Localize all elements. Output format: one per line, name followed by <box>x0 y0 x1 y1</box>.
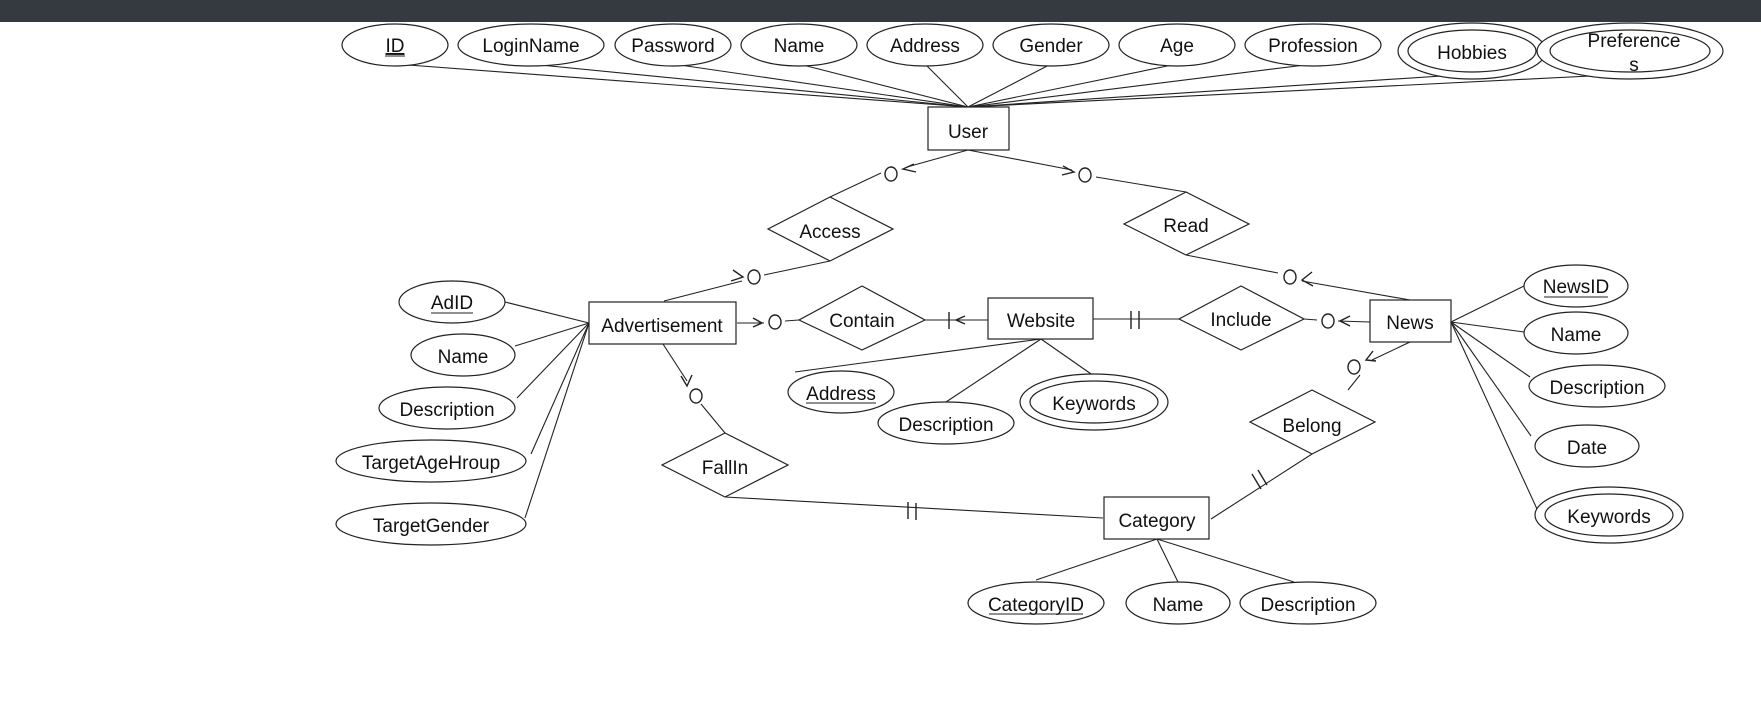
svg-text:TargetAgeHroup: TargetAgeHroup <box>362 453 500 474</box>
svg-text:News: News <box>1386 313 1434 334</box>
attribute-advertisement-targetagehroup: TargetAgeHroup <box>335 439 527 483</box>
relationship-access: Access <box>766 196 895 262</box>
svg-text:s: s <box>1629 55 1639 76</box>
svg-text:Password: Password <box>631 36 714 57</box>
attribute-website-description: Description <box>877 401 1015 445</box>
entity-website: Website <box>987 297 1094 340</box>
entity-category: Category <box>1103 496 1210 540</box>
cardinality-markers <box>680 163 1377 520</box>
relationship-connectors <box>662 149 1411 520</box>
attribute-news-description: Description <box>1528 364 1666 408</box>
attribute-user-gender: Gender <box>992 23 1110 67</box>
svg-text:Name: Name <box>1153 595 1204 616</box>
attribute-category-categoryid: CategoryID <box>967 581 1105 625</box>
attribute-advertisement-adid: AdID <box>398 280 506 324</box>
attribute-user-hobbies: Hobbies <box>1397 22 1547 80</box>
svg-text:Access: Access <box>799 222 860 243</box>
relationship-include: Include <box>1177 285 1306 351</box>
attribute-user-password: Password <box>614 23 732 67</box>
user-attribute-connectors <box>394 63 1631 108</box>
attribute-news-date: Date <box>1534 424 1640 468</box>
attribute-user-preferences: Preference s <box>1536 22 1724 80</box>
attribute-news-newsid: NewsID <box>1523 264 1629 308</box>
svg-text:Name: Name <box>774 36 825 57</box>
attribute-user-name: Name <box>740 23 858 67</box>
relationship-contain: Contain <box>797 285 927 351</box>
svg-text:Category: Category <box>1118 511 1196 532</box>
attribute-news-keywords: Keywords <box>1534 486 1684 544</box>
svg-text:Date: Date <box>1567 438 1607 459</box>
svg-text:Gender: Gender <box>1019 36 1083 57</box>
entity-user: User <box>927 106 1010 151</box>
entity-news: News <box>1369 299 1452 343</box>
attribute-advertisement-name: Name <box>410 333 516 377</box>
svg-text:CategoryID: CategoryID <box>988 595 1084 616</box>
attribute-news-name: Name <box>1523 311 1629 355</box>
svg-text:Include: Include <box>1210 310 1271 331</box>
attribute-category-name: Name <box>1125 581 1231 625</box>
svg-text:Address: Address <box>890 36 960 57</box>
svg-text:Name: Name <box>1551 325 1602 346</box>
svg-text:LoginName: LoginName <box>482 36 579 57</box>
svg-text:Keywords: Keywords <box>1052 394 1135 415</box>
relationship-fallin: FallIn <box>660 432 790 498</box>
svg-text:Belong: Belong <box>1282 416 1341 437</box>
attribute-category-description: Description <box>1239 581 1377 625</box>
svg-text:Address: Address <box>806 384 876 405</box>
svg-text:Description: Description <box>898 415 993 436</box>
svg-text:Website: Website <box>1007 311 1075 332</box>
entity-attribute-connectors <box>504 285 1538 583</box>
svg-text:Read: Read <box>1163 216 1208 237</box>
svg-text:Description: Description <box>1549 378 1644 399</box>
svg-text:Profession: Profession <box>1268 36 1358 57</box>
svg-text:ID: ID <box>386 36 405 57</box>
svg-text:Contain: Contain <box>829 311 895 332</box>
top-bar <box>0 0 1761 22</box>
attribute-user-profession: Profession <box>1244 23 1382 67</box>
entity-advertisement: Advertisement <box>588 301 737 345</box>
relationship-belong: Belong <box>1248 389 1377 455</box>
svg-text:Advertisement: Advertisement <box>601 316 723 337</box>
attribute-user-address: Address <box>866 23 984 67</box>
svg-text:AdID: AdID <box>431 293 473 314</box>
attribute-user-loginname: LoginName <box>457 23 605 67</box>
svg-text:Name: Name <box>438 347 489 368</box>
svg-text:FallIn: FallIn <box>702 458 748 479</box>
svg-text:NewsID: NewsID <box>1543 277 1610 298</box>
svg-text:Preference: Preference <box>1588 31 1681 52</box>
svg-text:Description: Description <box>1260 595 1355 616</box>
svg-text:TargetGender: TargetGender <box>373 516 490 537</box>
svg-text:Age: Age <box>1160 36 1194 57</box>
svg-text:Description: Description <box>399 400 494 421</box>
relationship-read: Read <box>1122 191 1251 256</box>
svg-text:User: User <box>948 122 989 143</box>
attribute-website-keywords: Keywords <box>1019 373 1169 431</box>
attribute-advertisement-targetgender: TargetGender <box>335 502 527 546</box>
svg-text:Keywords: Keywords <box>1567 507 1650 528</box>
attribute-advertisement-description: Description <box>378 386 516 430</box>
attribute-user-id: ID <box>341 23 449 67</box>
attribute-website-address: Address <box>787 370 895 414</box>
svg-text:Hobbies: Hobbies <box>1437 43 1507 64</box>
attribute-user-age: Age <box>1118 23 1236 67</box>
